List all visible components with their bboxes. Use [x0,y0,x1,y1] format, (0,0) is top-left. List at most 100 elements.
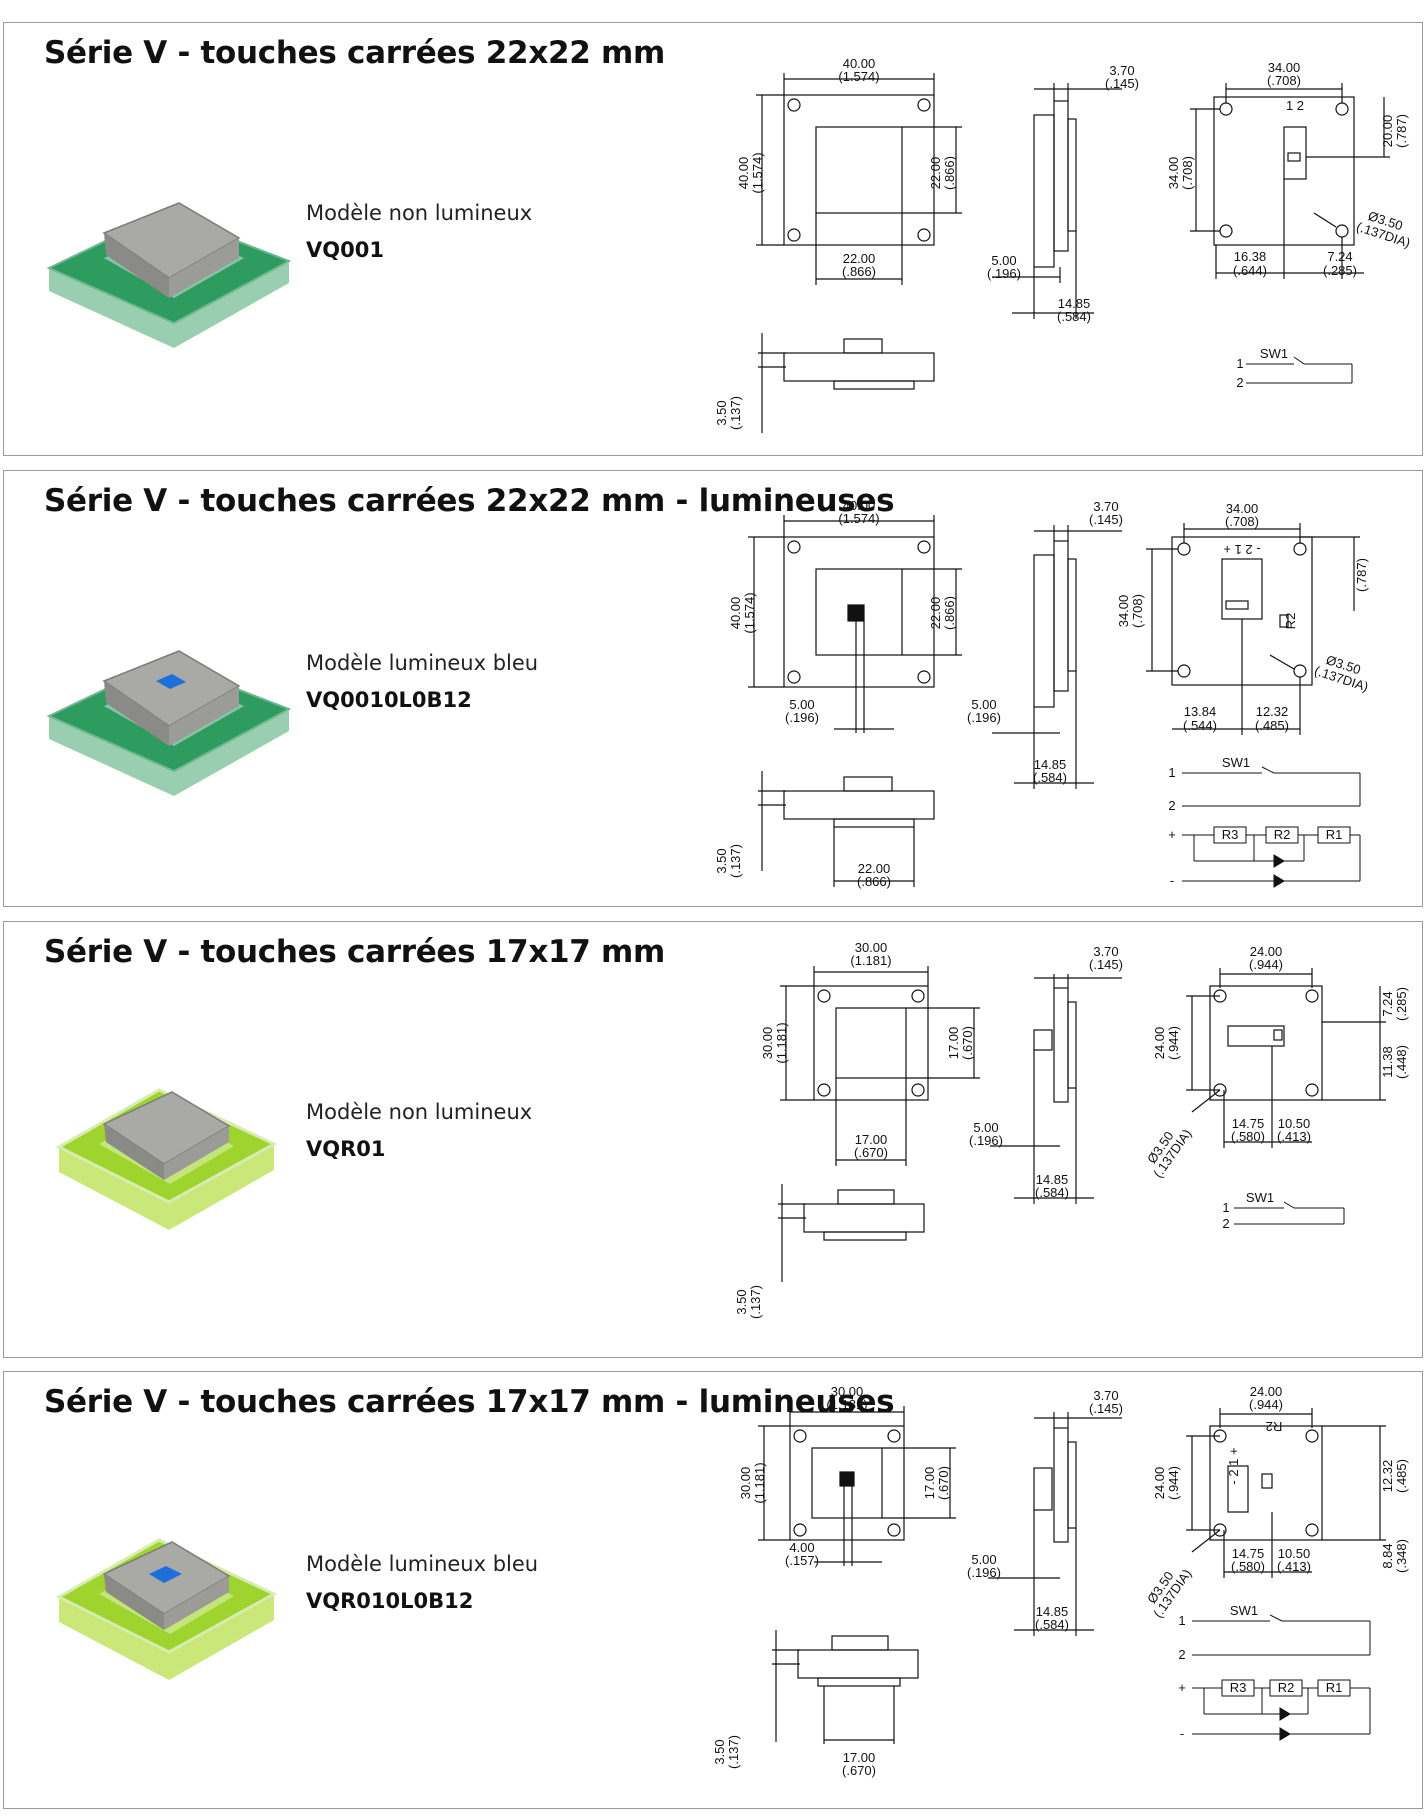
dim-back-l: 13.84 [1184,704,1217,719]
schematic-sw: SW1 [1260,346,1288,361]
dim-front-w: 40.00 [843,498,876,513]
dim-back-r-in: (.485) [1394,1459,1409,1493]
dim-front-w: 40.00 [843,56,876,71]
dim-key-h: 17.00 [922,1467,937,1500]
schematic-minus: - [1170,873,1174,888]
dim-key-w: 22.00 [843,251,876,266]
dim-back-w-in: (.944) [1249,957,1283,972]
dim-back-r: 12.32 [1380,1460,1395,1493]
dim-side-b-in: (.584) [1057,309,1091,324]
schematic-r1: R1 [1326,827,1343,842]
dim-back-r2-in: (.348) [1394,1539,1409,1573]
dim-back-r-in: (.787) [1354,558,1369,592]
dim-back-c-in: (.413) [1277,1129,1311,1144]
dim-back-l: 14.75 [1232,1116,1265,1131]
dim-side-t-in: (.145) [1089,512,1123,527]
schematic-pin2: 2 [1178,1647,1185,1662]
schematic-plus: + [1178,1680,1186,1695]
dim-key-h-in: (.670) [960,1026,975,1060]
product-photo [55,1088,278,1230]
dim-front-w-in: (1.181) [850,953,891,968]
dim-key-h-in: (.866) [942,596,957,630]
schematic-r3: R3 [1230,1680,1247,1695]
dim-key-w: 5.00 [789,697,814,712]
schematic-r2: R2 [1274,827,1291,842]
dim-side-a-in: (.196) [967,710,1001,725]
dim-front-w-in: (1.574) [838,69,879,84]
schematic-pin1: 1 [1236,356,1243,371]
dim-side-t: 3.70 [1093,499,1118,514]
product-photo [46,650,292,796]
dim-back-h: 34.00 [1166,157,1181,190]
dim-back-r2: 8.84 [1380,1543,1395,1568]
section-17-non-lumineux: Série V - touches carrées 17x17 mm Modèl… [3,921,1423,1358]
dim-front-h: 30.00 [760,1027,775,1060]
dim-back-h-in: (.708) [1130,594,1145,628]
dim-side-t-in: (.145) [1089,1401,1123,1416]
blue-lens [156,674,186,689]
model-description: Modèle lumineux bleu [306,651,539,675]
dim-side-b: 14.85 [1058,296,1091,311]
schematic-sw: SW1 [1222,755,1250,770]
model-reference: VQ001 [306,238,384,262]
dim-back-r: 7.24 [1380,991,1395,1016]
schematic-pin1: 1 [1168,765,1175,780]
section-title: Série V - touches carrées 22x22 mm - lum… [44,483,895,519]
dim-back-c: 10.50 [1278,1546,1311,1561]
dim-side-b: 14.85 [1034,757,1067,772]
schematic-r2: R2 [1278,1680,1295,1695]
side-view [1053,100,1069,252]
schematic-plus: + [1168,827,1176,842]
dim-back-c-in: (.413) [1277,1559,1311,1574]
schematic-pin2: 2 [1236,375,1243,390]
dim-key-h: 22.00 [928,157,943,190]
dim-side-t-in: (.145) [1089,957,1123,972]
dim-thick-in: (.137) [726,1735,741,1769]
technical-drawing: 40.00 (1.574) 40.00 (1.574) 22.00 (.866)… [714,498,1370,889]
section-22-lumineuses: Série V - touches carrées 22x22 mm - lum… [3,470,1423,907]
dim-side-a: 5.00 [991,253,1016,268]
schematic-sw: SW1 [1246,1190,1274,1205]
dim-side-a: 5.00 [971,1552,996,1567]
dim-thick: 3.50 [714,848,729,873]
keycap-base-side [49,261,289,348]
dim-key-w-in: (.866) [842,264,876,279]
resistor-label: R2 [1283,613,1298,630]
dim-bottom-w: 22.00 [858,861,891,876]
dim-back-c: 12.32 [1256,704,1289,719]
dim-back-w: 24.00 [1250,944,1283,959]
dim-side-a-in: (.196) [987,266,1021,281]
dim-key-h-in: (.866) [942,156,957,190]
schematic-minus: - [1180,1726,1184,1741]
dim-side-t-in: (.145) [1105,76,1139,91]
dim-back-l-in: (.544) [1183,718,1217,733]
dim-front-h: 40.00 [736,157,751,190]
dim-back-h: 34.00 [1116,595,1131,628]
dim-side-a: 5.00 [973,1120,998,1135]
dim-front-h-in: (1.574) [750,152,765,193]
schematic [1182,766,1361,888]
dim-bottom-w: 17.00 [843,1750,876,1765]
schematic [1234,1201,1345,1225]
dim-back-w: 34.00 [1226,501,1259,516]
model-reference: VQR01 [306,1137,386,1161]
dim-side-t: 3.70 [1093,1388,1118,1403]
dim-key-w-in: (.157) [785,1553,819,1568]
dim-back-h-in: (.944) [1166,1026,1181,1060]
dim-front-h-in: (1.181) [752,1462,767,1503]
dim-key-w: 17.00 [855,1132,888,1147]
blue-lens [149,1566,182,1583]
schematic-sw: SW1 [1230,1603,1258,1618]
dim-back-w: 24.00 [1250,1384,1283,1399]
dim-back-c: 7.24 [1327,249,1352,264]
dim-key-w-in: (.670) [854,1145,888,1160]
section-17-lumineuses: Série V - touches carrées 17x17 mm - lum… [3,1371,1423,1809]
dim-side-b-in: (.584) [1033,770,1067,785]
dim-front-w: 30.00 [831,1384,864,1399]
dim-side-b: 14.85 [1036,1604,1069,1619]
dim-back-c-in: (.285) [1323,263,1357,278]
dim-back-h: 24.00 [1152,1027,1167,1060]
dim-back-h-in: (.708) [1180,156,1195,190]
dim-front-w-in: (1.574) [838,511,879,526]
dim-back-w-in: (.708) [1225,514,1259,529]
